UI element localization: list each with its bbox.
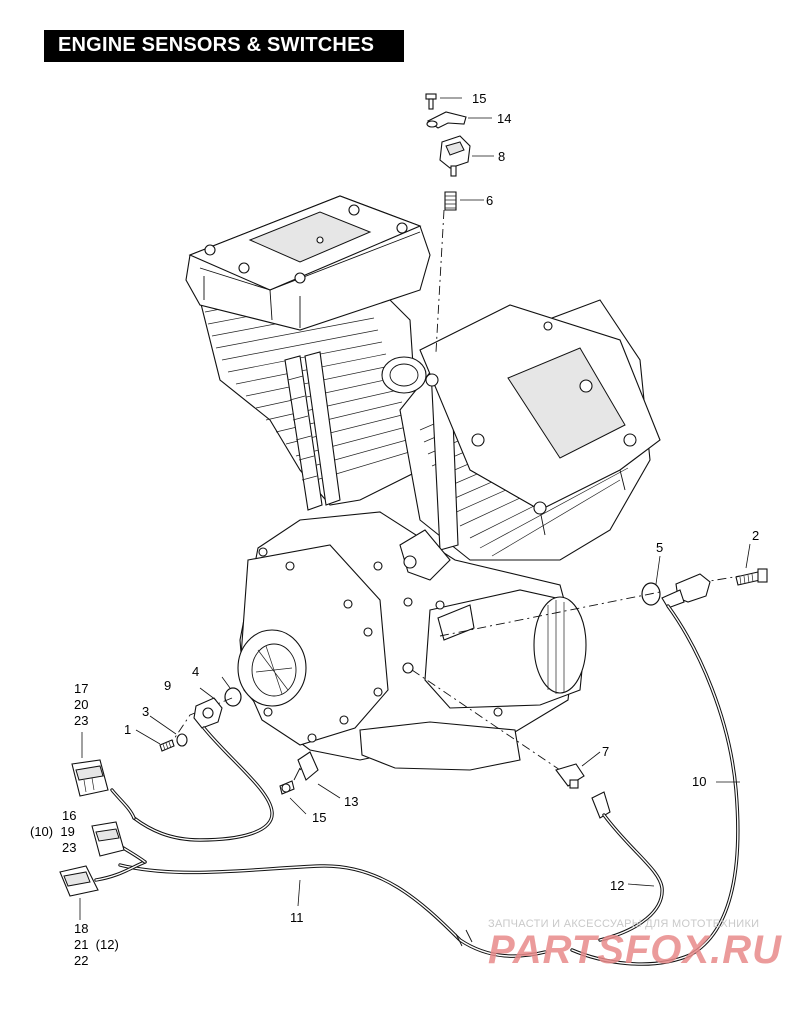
callout-5: 5 — [656, 540, 663, 555]
front-rocker-box — [185, 195, 431, 331]
rear-rocker-box — [419, 304, 661, 536]
part-12-boot — [591, 791, 611, 819]
part-3-washer — [176, 733, 188, 747]
connector-16-19-23 — [91, 821, 125, 857]
engine-illustration — [185, 195, 661, 771]
callout-8: 8 — [498, 149, 505, 164]
callout-2: 2 — [752, 528, 759, 543]
leader-lines — [79, 97, 751, 920]
connector-18-21-22 — [59, 865, 99, 897]
part-2-screw — [735, 568, 768, 586]
callout-13: 13 — [344, 794, 358, 809]
watermark-tagline: ЗАПЧАСТИ И АКСЕССУАРЫ ДЛЯ МОТОТЕХНИКИ — [488, 918, 760, 930]
part-9-vss-sensor — [193, 697, 223, 729]
part-4-o-ring — [224, 687, 242, 707]
part-15-screw-lower — [279, 780, 295, 795]
callout-group-mid-1: 16 — [62, 808, 76, 823]
callouts: 15 14 8 6 5 2 4 9 3 1 13 15 7 10 12 11 1… — [30, 91, 759, 968]
connector-17-20-23 — [71, 759, 109, 797]
part-15-screw-top — [425, 93, 437, 110]
callout-4: 4 — [192, 664, 199, 679]
page-title: ENGINE SENSORS & SWITCHES — [58, 34, 375, 56]
front-cylinder — [199, 269, 421, 511]
watermark-logo: PARTSFOX.RU — [488, 928, 782, 972]
callout-group-mid-2: (10) 19 — [30, 824, 75, 839]
part-5-o-ring — [641, 582, 661, 606]
callout-group-low-2: 21 (12) — [74, 937, 119, 952]
callout-group-low-1: 18 — [74, 921, 88, 936]
callout-group-low-3: 22 — [74, 953, 88, 968]
wiring — [94, 604, 740, 966]
callout-10: 10 — [692, 774, 706, 789]
callout-12: 12 — [610, 878, 624, 893]
part-8-map-sensor — [439, 135, 471, 177]
part-6-spring — [444, 191, 457, 211]
callout-group-mid-3: 23 — [62, 840, 76, 855]
part-10-crank-sensor — [661, 573, 711, 609]
part-7-oil-pressure-switch — [555, 763, 585, 789]
callout-7: 7 — [602, 744, 609, 759]
callout-6: 6 — [486, 193, 493, 208]
callout-1: 1 — [124, 722, 131, 737]
callout-group-upper-1: 17 — [74, 681, 88, 696]
callout-group-upper-3: 23 — [74, 713, 88, 728]
part-13-clip — [293, 751, 319, 781]
callout-15-lower: 15 — [312, 810, 326, 825]
callout-9: 9 — [164, 678, 171, 693]
part-1-screw — [159, 739, 175, 752]
callout-3: 3 — [142, 704, 149, 719]
callout-11: 11 — [290, 910, 304, 925]
callout-15-top: 15 — [472, 91, 486, 106]
part-14-bracket — [426, 111, 467, 129]
callout-group-upper-2: 20 — [74, 697, 88, 712]
callout-14: 14 — [497, 111, 511, 126]
title-banner: ENGINE SENSORS & SWITCHES — [44, 30, 404, 62]
